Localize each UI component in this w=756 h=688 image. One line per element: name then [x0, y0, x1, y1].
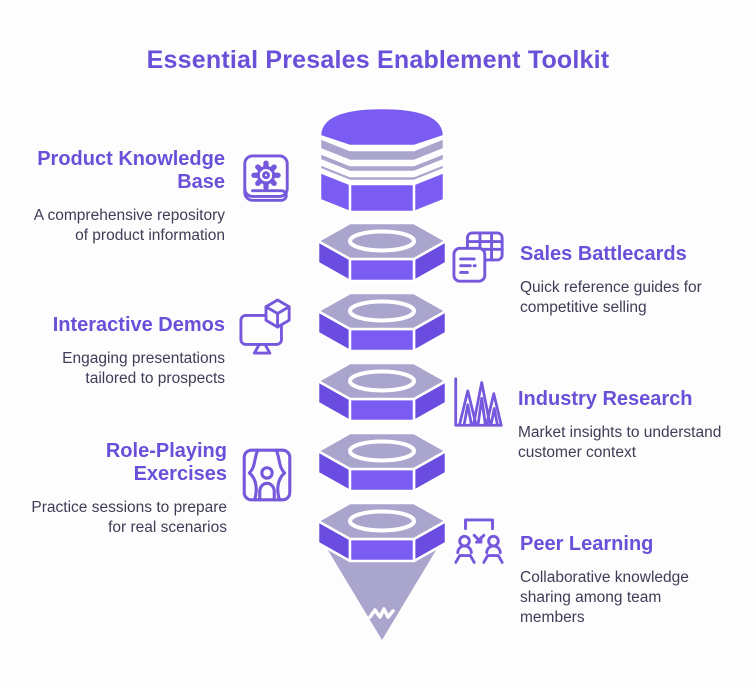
battlecards-icon [452, 230, 506, 318]
item-description: A comprehensive repository of product in… [33, 207, 225, 244]
pencil-stack-graphic [316, 106, 448, 640]
theater-person-icon [241, 446, 293, 538]
toolkit-item-role-playing-exercises: Role-Playing Exercises Practice sessions… [20, 438, 293, 538]
item-heading: Product Knowledge Base [37, 148, 225, 193]
toolkit-item-sales-battlecards: Sales Battlecards Quick reference guides… [452, 230, 747, 318]
item-description: Market insights to understand customer c… [518, 424, 722, 461]
pencil-nut [316, 501, 448, 563]
pencil-nut [316, 221, 448, 283]
pencil-cap [318, 106, 446, 214]
page-title: Essential Presales Enablement Toolkit [146, 46, 610, 74]
item-heading: Sales Battlecards [520, 243, 687, 265]
pencil-tip [326, 547, 438, 640]
toolkit-item-peer-learning: Peer Learning Collaborative knowledge sh… [452, 515, 747, 628]
item-description: Engaging presentations tailored to prosp… [62, 350, 225, 387]
pencil-segments [316, 221, 448, 640]
monitor-cube-icon [239, 298, 293, 389]
item-heading: Interactive Demos [52, 314, 225, 336]
peer-group-icon [452, 515, 506, 628]
item-heading: Industry Research [518, 388, 693, 410]
toolkit-item-interactive-demos: Interactive Demos Engaging presentations… [20, 298, 293, 389]
item-description: Quick reference guides for competitive s… [520, 279, 702, 316]
pencil-nut [316, 291, 448, 353]
toolkit-item-product-knowledge-base: Product Knowledge Base A comprehensive r… [20, 146, 293, 246]
pencil-nut [316, 361, 448, 423]
item-heading: Role-Playing Exercises [105, 440, 227, 485]
item-description: Practice sessions to prepare for real sc… [31, 499, 227, 536]
peaks-chart-icon [452, 373, 504, 463]
item-heading: Peer Learning [520, 533, 654, 555]
item-description: Collaborative knowledge sharing among te… [520, 569, 689, 626]
pencil-nut [316, 431, 448, 493]
toolkit-item-industry-research: Industry Research Market insights to und… [452, 373, 747, 463]
book-gear-icon [239, 152, 293, 246]
